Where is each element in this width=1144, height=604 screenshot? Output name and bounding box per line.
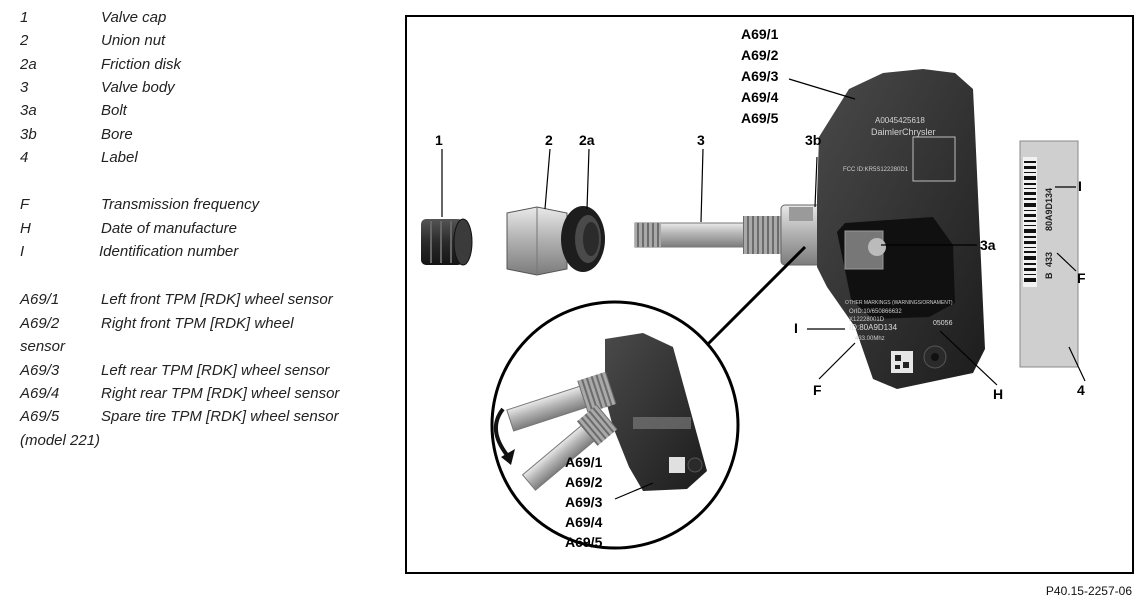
friction-disk	[561, 206, 605, 272]
legend-continuation: (model 221)	[20, 432, 101, 449]
legend-code: 2	[20, 32, 29, 49]
sensor-id: A69/5	[741, 110, 779, 126]
legend-code: 3	[20, 79, 29, 96]
legend-continuation: sensor	[20, 338, 66, 355]
sensor-id: A69/3	[565, 494, 603, 510]
sensor-ids-top: A69/1 A69/2 A69/3 A69/4 A69/5	[741, 26, 779, 126]
sensor-housing: A0045425618 DaimlerChrysler FCC ID:KR5S1…	[817, 69, 985, 389]
sensor-id: A69/4	[741, 89, 779, 105]
legend-desc: Spare tire TPM [RDK] wheel sensor	[101, 408, 339, 425]
housing-face-date: 05056	[933, 320, 953, 327]
callout-3b: 3b	[805, 132, 821, 148]
legend-code: F	[20, 196, 30, 213]
sensor-id: A69/2	[741, 47, 779, 63]
label-prefix: B	[1044, 272, 1054, 279]
legend-desc: Union nut	[101, 32, 166, 49]
legend-desc: Transmission frequency	[101, 196, 260, 213]
legend-desc: Date of manufacture	[101, 220, 237, 237]
figure-caption: P40.15-2257-06	[1045, 584, 1132, 598]
housing-face-line3: X12228001D	[849, 317, 885, 323]
detail-inset	[490, 300, 740, 550]
callout-2: 2	[545, 132, 553, 148]
callout-3a: 3a	[980, 237, 996, 253]
housing-face-line2: OrID:10/650866632	[849, 309, 902, 315]
legend-code: 3a	[20, 102, 37, 119]
legend-code: A69/2	[20, 315, 60, 332]
figure-frame: A0045425618 DaimlerChrysler FCC ID:KR5S1…	[405, 15, 1134, 574]
housing-face-freq: 433.00Mhz	[855, 336, 885, 342]
legend-desc: Right rear TPM [RDK] wheel sensor	[101, 385, 340, 402]
zoom-connector-line	[705, 245, 807, 347]
callout-F-label: F	[1077, 270, 1086, 286]
callout-1: 1	[435, 132, 443, 148]
callout-3: 3	[697, 132, 705, 148]
sensor-id: A69/2	[565, 474, 603, 490]
label-serial: 80A9D134	[1044, 188, 1054, 231]
legend-desc: Identification number	[99, 243, 239, 260]
callout-2a: 2a	[579, 132, 595, 148]
barcode	[1024, 161, 1036, 282]
union-nut	[506, 206, 568, 276]
housing-brand: DaimlerChrysler	[871, 127, 936, 137]
legend-code: A69/3	[20, 362, 60, 379]
valve-cap	[421, 218, 473, 266]
callout-F-sensor: F	[813, 382, 822, 398]
legend-code: 3b	[20, 126, 37, 143]
legend-code: A69/4	[20, 385, 60, 402]
legend-code: A69/5	[20, 408, 60, 425]
sensor-id: A69/1	[565, 454, 603, 470]
callout-4: 4	[1077, 382, 1085, 398]
sensor-id: A69/4	[565, 514, 603, 530]
sensor-id: A69/1	[741, 26, 779, 42]
legend-code: H	[20, 220, 31, 237]
legend-desc: Right front TPM [RDK] wheel	[101, 315, 294, 332]
sensor-id: A69/5	[565, 534, 603, 550]
legend-desc: Friction disk	[101, 56, 182, 73]
barcode-label: 80A9D134 433 B	[1019, 140, 1079, 368]
label-frequency: 433	[1044, 252, 1054, 267]
data-matrix-code	[891, 351, 913, 373]
housing-face-line1: OTHER MARKINGS (WARNINGS/ORNAMENT)	[845, 300, 953, 306]
legend-code: A69/1	[20, 291, 60, 308]
legend-code: 4	[20, 149, 29, 166]
rotation-arrow-icon	[494, 407, 509, 457]
housing-face-id: ID:80A9D134	[849, 323, 898, 332]
legend-desc: Bolt	[101, 102, 127, 119]
legend-desc: Valve cap	[101, 9, 167, 26]
legend-code: 1	[20, 9, 29, 26]
housing-part-number: A0045425618	[875, 116, 925, 125]
legend-code: 2a	[20, 56, 37, 73]
legend-code: I	[20, 243, 25, 260]
legend-desc: Label	[101, 149, 138, 166]
legend-desc: Bore	[101, 126, 133, 143]
legend-desc: Left front TPM [RDK] wheel sensor	[101, 291, 333, 308]
callout-H: H	[993, 386, 1003, 402]
tpm-sensor-illustration: A0045425618 DaimlerChrysler FCC ID:KR5S1…	[421, 26, 1086, 550]
housing-fcc: FCC ID:KR5S122280D1	[843, 167, 909, 173]
legend-desc: Valve body	[101, 79, 175, 96]
valve-body	[634, 204, 824, 266]
legend-desc: Left rear TPM [RDK] wheel sensor	[101, 362, 330, 379]
sensor-ids-inset: A69/1 A69/2 A69/3 A69/4 A69/5	[565, 454, 603, 550]
callout-I-label: I	[1078, 178, 1082, 194]
callout-I-sensor: I	[794, 320, 798, 336]
sensor-id: A69/3	[741, 68, 779, 84]
leader-lines	[441, 78, 1086, 500]
